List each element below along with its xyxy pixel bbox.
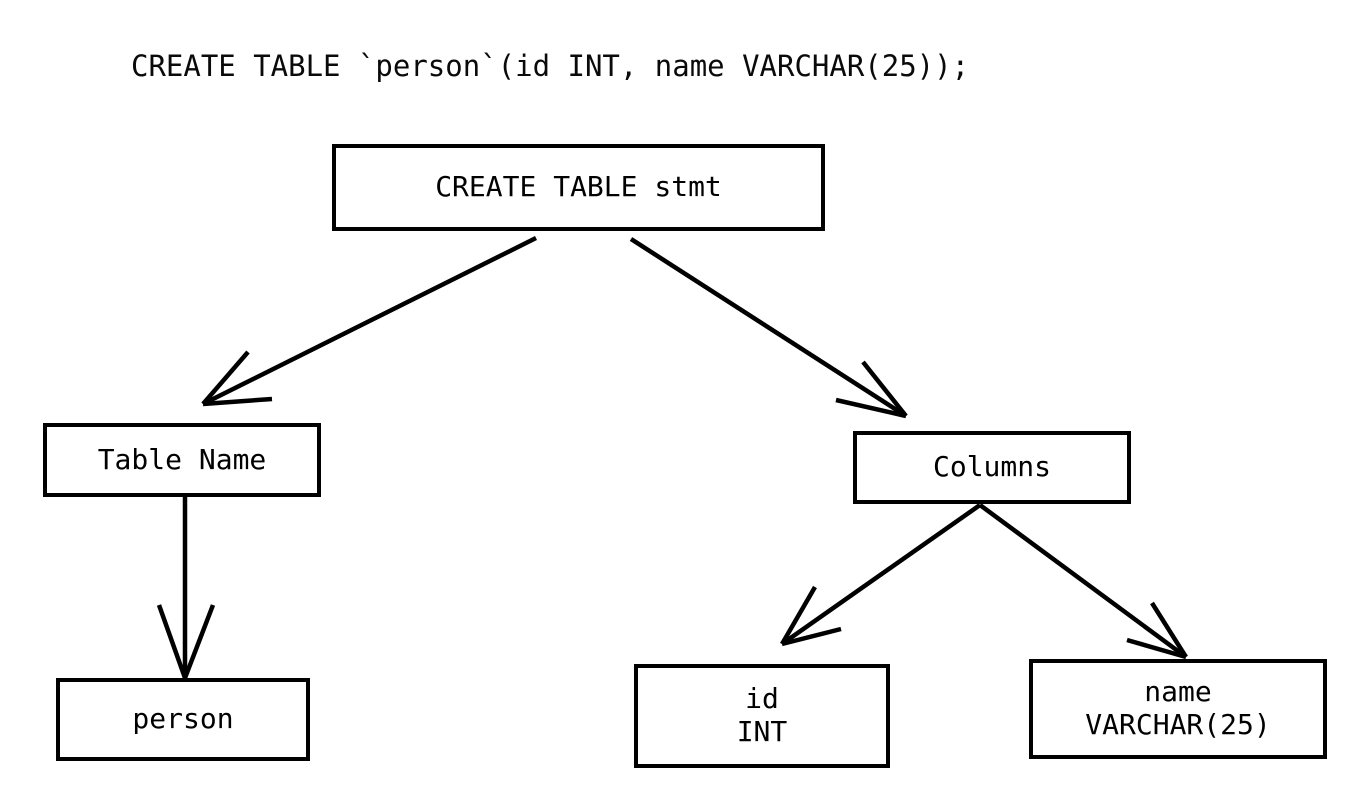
sql-statement-caption: CREATE TABLE `person`(id INT, name VARCH…: [131, 49, 970, 83]
node-table-name-label: Table Name: [97, 442, 267, 476]
edge-root-to-table-name: [201, 235, 538, 407]
node-create-table-stmt-label: CREATE TABLE stmt: [435, 170, 722, 204]
node-columns-label: Columns: [932, 450, 1051, 484]
node-column-id[interactable]: id INT: [634, 664, 890, 768]
edge-columns-to-col-name: [978, 503, 1188, 660]
node-table-name[interactable]: Table Name: [43, 423, 321, 497]
node-column-name-type: VARCHAR(25): [1085, 708, 1271, 741]
edge-root-to-columns: [629, 237, 908, 419]
node-person-label: person: [132, 702, 234, 736]
node-create-table-stmt[interactable]: CREATE TABLE stmt: [332, 144, 825, 231]
edge-columns-to-col-id: [780, 503, 982, 647]
node-column-id-name: id: [745, 682, 779, 716]
node-column-id-type: INT: [736, 715, 788, 748]
node-column-name-name: name: [1144, 675, 1212, 709]
edge-table-name-to-person: [156, 497, 216, 679]
node-column-name[interactable]: name VARCHAR(25): [1029, 659, 1327, 759]
node-person[interactable]: person: [56, 678, 310, 761]
node-columns[interactable]: Columns: [853, 431, 1131, 504]
